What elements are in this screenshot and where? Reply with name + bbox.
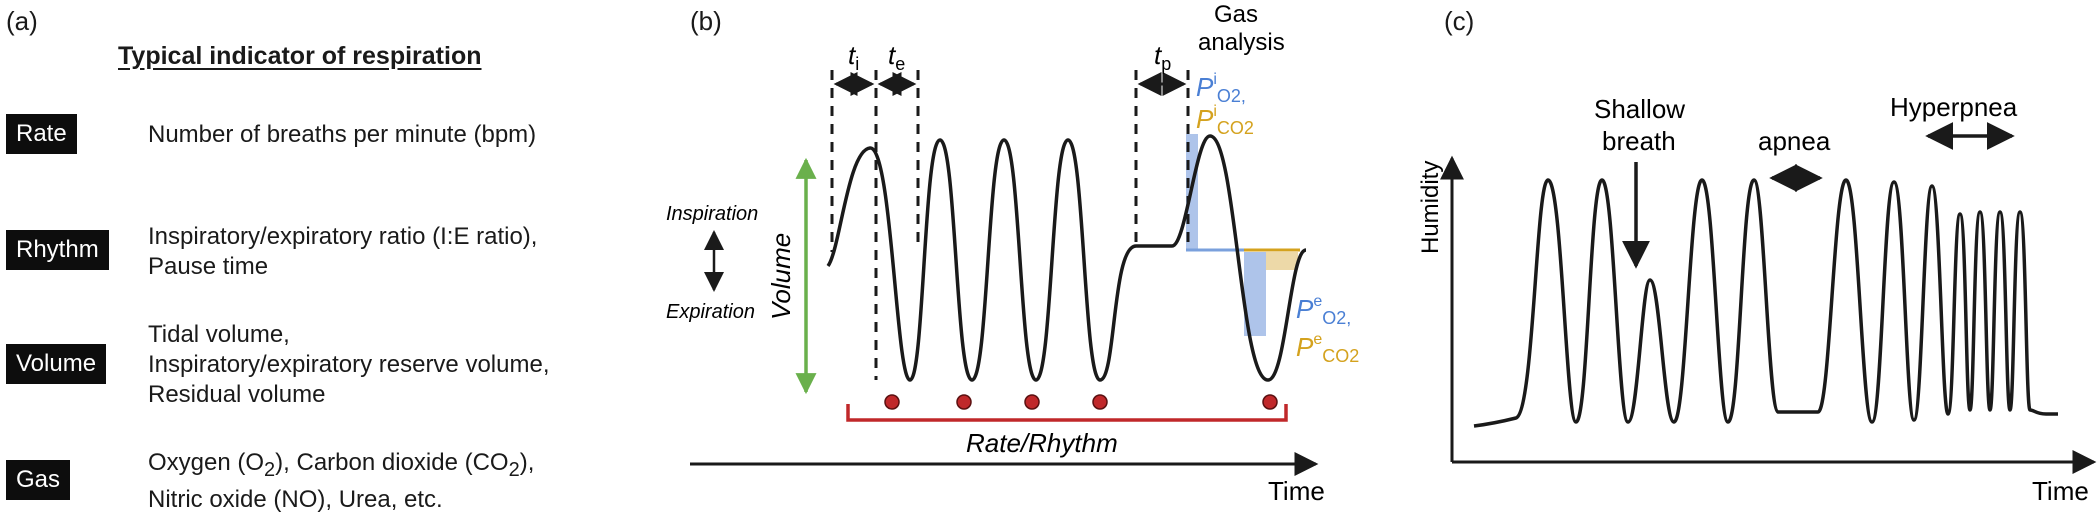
inspired-o2-label: PiO2, <box>1196 71 1246 106</box>
inspired-co2-label: PiCO2 <box>1196 103 1254 138</box>
breathing-waveform <box>826 134 1307 382</box>
interval-dashed-lines <box>830 70 1190 380</box>
rhythm-line-2: Pause time <box>148 253 269 280</box>
volume-line-3: Residual volume <box>148 381 326 408</box>
rate-rhythm-bracket <box>846 404 1288 422</box>
gas-description: Oxygen (O2), Carbon dioxide (CO2), Nitri… <box>148 448 534 515</box>
time-label-b: Time <box>1268 476 1325 506</box>
tp-label: tp <box>1154 40 1171 74</box>
rate-dots <box>884 394 1278 410</box>
te-label: te <box>888 40 905 74</box>
ti-label: ti <box>848 40 859 74</box>
expired-o2-bar <box>1244 252 1266 336</box>
volume-label: Volume <box>766 233 796 320</box>
rhythm-badge: Rhythm <box>6 230 109 270</box>
volume-line-2: Inspiratory/expiratory reserve volume, <box>148 351 550 378</box>
volume-line-1: Tidal volume, <box>148 321 290 348</box>
panel-a-label: (a) <box>6 6 38 36</box>
rhythm-description: Inspiratory/expiratory ratio (I:E ratio)… <box>148 222 537 282</box>
shallow-breath-label-1: Shallow <box>1594 94 1685 124</box>
volume-badge: Volume <box>6 344 107 384</box>
expiration-label: Expiration <box>666 301 755 323</box>
humidity-label: Humidity <box>1417 161 1444 254</box>
panel-c-label: (c) <box>1444 6 1475 36</box>
gas-line-1: Oxygen (O2), Carbon dioxide (CO2), <box>148 449 535 481</box>
gas-line-2: Nitric oxide (NO), Urea, etc. <box>148 485 443 513</box>
expired-co2-label: PeCO2 <box>1296 331 1359 366</box>
shallow-breath-label-2: breath <box>1602 126 1676 156</box>
inspiration-label: Inspiration <box>666 203 758 225</box>
humidity-waveform <box>1473 178 2058 428</box>
time-label-c: Time <box>2032 476 2089 506</box>
panel-b-label: (b) <box>690 6 722 36</box>
expired-o2-label: PeO2, <box>1296 293 1351 328</box>
rate-line-1: Number of breaths per minute (bpm) <box>148 121 537 148</box>
apnea-label: apnea <box>1758 126 1831 156</box>
volume-description: Tidal volume, Inspiratory/expiratory res… <box>148 320 549 410</box>
hyperpnea-label: Hyperpnea <box>1890 92 2018 122</box>
rate-rhythm-label: Rate/Rhythm <box>966 428 1118 458</box>
gas-analysis-line-2: analysis <box>1198 29 1285 56</box>
rate-badge: Rate <box>6 114 77 154</box>
rhythm-line-1: Inspiratory/expiratory ratio (I:E ratio)… <box>148 223 538 250</box>
gas-analysis-line-1: Gas <box>1214 1 1258 28</box>
gas-badge: Gas <box>6 460 71 500</box>
panel-a-title: Typical indicator of respiration <box>118 42 482 70</box>
rate-description: Number of breaths per minute (bpm) <box>148 120 536 150</box>
